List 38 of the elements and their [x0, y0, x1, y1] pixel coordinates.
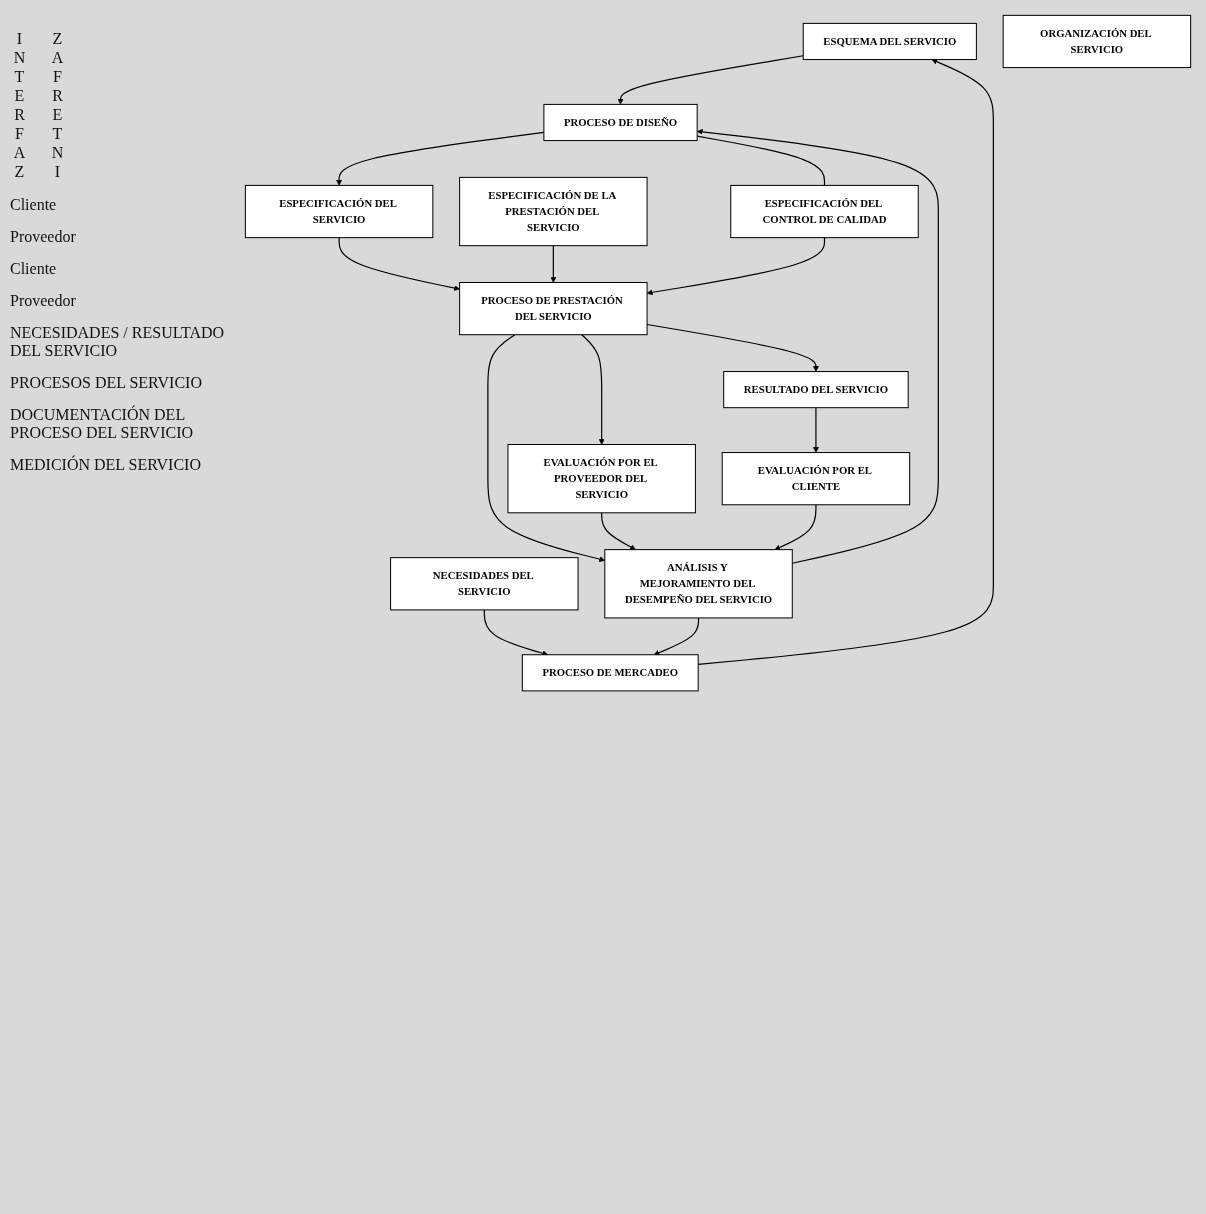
node-box: PROCESO DE DISEÑO: [543, 103, 698, 142]
arrow: [487, 334, 606, 562]
arrow: [581, 334, 605, 445]
arrow: [336, 131, 545, 186]
side-label: Cliente: [10, 260, 58, 278]
node-box: PROCESO DE MERCADEO: [521, 654, 699, 692]
side-label: Proveedor: [10, 292, 77, 310]
arrow: [697, 58, 994, 666]
arrow: [601, 512, 636, 550]
side-label: NECESIDADES / RESULTADO DEL SERVICIO: [10, 324, 226, 360]
node-box: PROCESO DE PRESTACIÓN DEL SERVICIO: [459, 282, 648, 336]
node-box: ESPECIFICACIÓN DEL SERVICIO: [244, 184, 434, 239]
side-label: Proveedor: [10, 228, 77, 246]
node-box: RESULTADO DEL SERVICIO: [723, 371, 909, 409]
node-box: ESPECIFICACIÓN DEL CONTROL DE CALIDAD: [730, 184, 919, 239]
side-label: DOCUMENTACIÓN DEL PROCESO DEL SERVICIO: [10, 406, 195, 442]
node-box: ANÁLISIS Y MEJORAMIENTO DEL DESEMPEÑO DEL SERVICIO: [604, 549, 793, 619]
vertical-label: ZAFRETNI: [48, 30, 66, 182]
arrow: [550, 245, 557, 283]
node-box: EVALUACIÓN POR EL CLIENTE: [721, 452, 911, 506]
node-box: ORGANIZACIÓN DEL SERVICIO: [1002, 14, 1192, 69]
arrow: [646, 237, 826, 296]
arrow: [617, 55, 804, 105]
arrow: [338, 237, 460, 291]
arrow: [646, 323, 819, 372]
side-label: Cliente: [10, 196, 58, 214]
node-box: ESPECIFICACIÓN DE LA PRESTACIÓN DEL SERVICIO: [459, 176, 648, 247]
node-box: NECESIDADES DEL SERVICIO: [390, 557, 579, 611]
node-box: EVALUACIÓN POR EL PROVEEDOR DEL SERVICIO: [507, 444, 696, 514]
arrow: [774, 504, 817, 551]
arrow: [696, 128, 939, 564]
side-label: PROCESOS DEL SERVICIO: [10, 374, 203, 392]
node-box: ESQUEMA DEL SERVICIO: [802, 22, 977, 61]
connector: [696, 135, 826, 186]
arrow: [653, 617, 700, 656]
side-label: MEDICIÓN DEL SERVICIO: [10, 456, 202, 474]
arrow: [813, 407, 819, 453]
vertical-label: INTERFAZ: [10, 30, 28, 182]
